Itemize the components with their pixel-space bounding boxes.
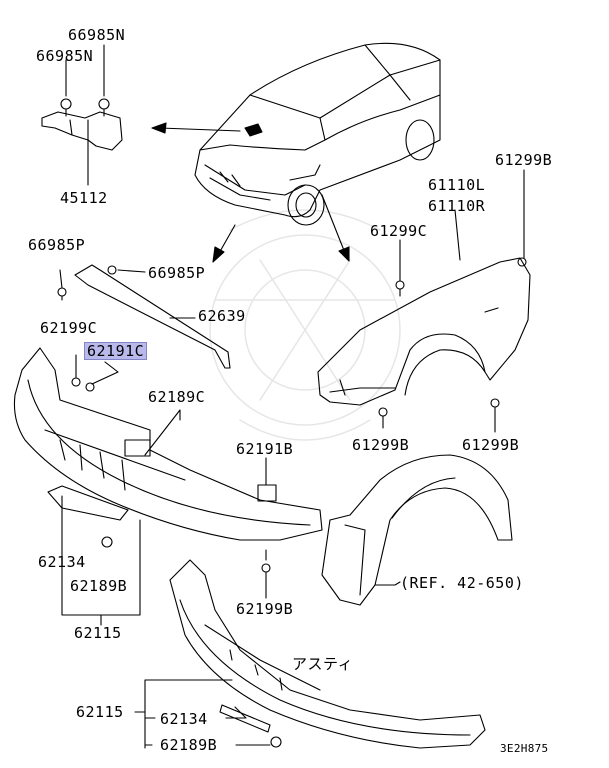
diagram-code: 3E2H875 [500, 742, 549, 755]
label-62191c-highlighted[interactable]: 62191C [84, 342, 148, 360]
label-62189b-b: 62189B [160, 736, 218, 754]
label-61299b-mid: 61299B [352, 436, 410, 454]
label-62134-b: 62134 [160, 710, 208, 728]
label-61299b-top: 61299B [495, 151, 553, 169]
label-45112: 45112 [60, 189, 108, 207]
label-asuti: アスティ [292, 655, 354, 673]
bumper-upper [13, 347, 323, 541]
label-66985n-top: 66985N [68, 26, 126, 44]
label-62189c: 62189C [148, 388, 206, 406]
label-62115-a: 62115 [74, 624, 122, 642]
label-62191b: 62191B [236, 440, 294, 458]
pointer-arrows [151, 122, 350, 263]
label-61110l: 61110L [428, 176, 486, 194]
bracket-45112 [41, 44, 123, 186]
label-61299b-right: 61299B [462, 436, 520, 454]
label-66985n-mid: 66985N [36, 47, 94, 65]
bumper-lower [134, 559, 486, 749]
label-66985p-right: 66985P [148, 264, 206, 282]
label-ref-42-650: (REF. 42-650) [400, 574, 524, 592]
inner-liner [321, 454, 513, 606]
fender-61110 [317, 169, 531, 433]
label-62134-a: 62134 [38, 553, 86, 571]
clip-62191b [257, 457, 277, 599]
bar-62639 [57, 264, 231, 369]
label-62189b-a: 62189B [70, 577, 128, 595]
label-61299c: 61299C [370, 222, 428, 240]
label-62115-b: 62115 [76, 703, 124, 721]
label-62199c: 62199C [40, 319, 98, 337]
label-61110r: 61110R [428, 197, 486, 215]
label-62639: 62639 [198, 307, 246, 325]
watermark-emblem [209, 209, 401, 441]
lip-piece-62134 [47, 485, 141, 626]
label-66985p-left: 66985P [28, 236, 86, 254]
car-illustration [194, 42, 441, 226]
label-62199b: 62199B [236, 600, 294, 618]
